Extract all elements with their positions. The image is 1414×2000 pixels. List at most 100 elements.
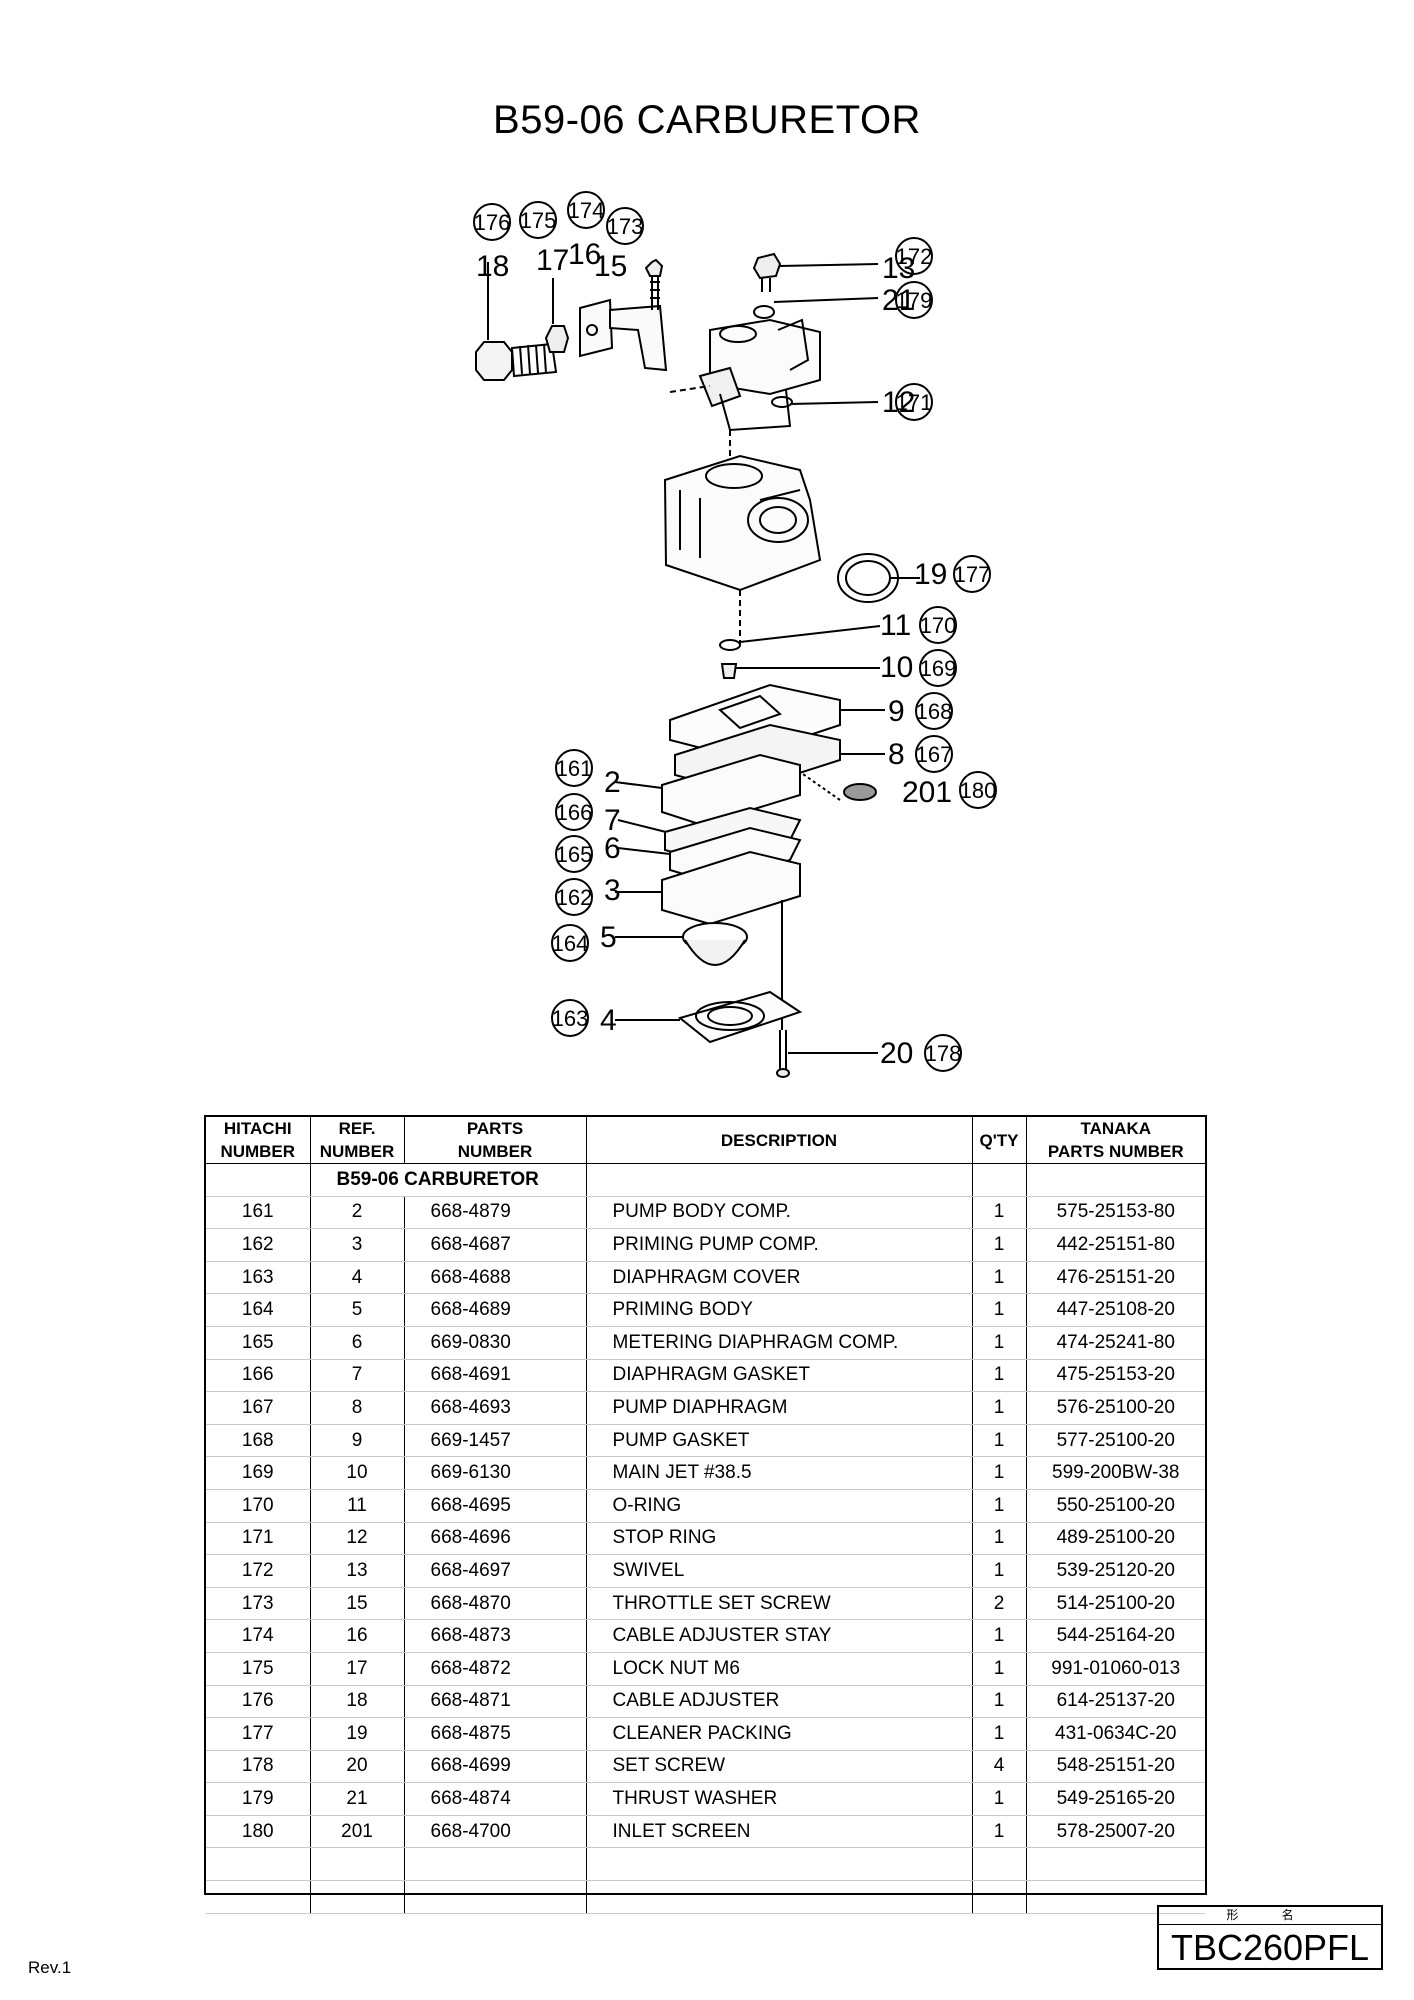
cable-adjuster-part — [475, 262, 558, 381]
callout-ref: 166 — [556, 800, 593, 825]
cell-ref: 11 — [310, 1489, 405, 1523]
model-box: 形 名 TBC260PFL — [1157, 1905, 1383, 1970]
cell-tanaka: 991-01060-013 — [1026, 1652, 1205, 1686]
cell-description: CABLE ADJUSTER — [586, 1685, 973, 1719]
cell-qty: 1 — [972, 1782, 1027, 1816]
cell-ref: 7 — [310, 1359, 405, 1393]
cell-part: 669-6130 — [404, 1456, 587, 1490]
cell-ref: 21 — [310, 1782, 405, 1816]
cell-hitachi — [206, 1847, 311, 1882]
cell-ref: 16 — [310, 1619, 405, 1653]
cell-hitachi: 165 — [206, 1326, 311, 1360]
cell-tanaka: 539-25120-20 — [1026, 1554, 1205, 1588]
cell-qty: 1 — [972, 1391, 1027, 1425]
cell-qty — [972, 1880, 1027, 1914]
cell-description: SWIVEL — [586, 1554, 973, 1588]
cell-tanaka: 578-25007-20 — [1026, 1815, 1205, 1849]
callout-label: 201 — [902, 776, 952, 809]
cell-description: THRUST WASHER — [586, 1782, 973, 1816]
cell-tanaka: 442-25151-80 — [1026, 1228, 1205, 1262]
callout-label: 2 — [604, 766, 621, 799]
cell-tanaka: 447-25108-20 — [1026, 1293, 1205, 1327]
cell-part: 668-4872 — [404, 1652, 587, 1686]
cell-description: CLEANER PACKING — [586, 1717, 973, 1751]
cell-tanaka: 575-25153-80 — [1026, 1196, 1205, 1230]
cell-tanaka — [1026, 1847, 1205, 1882]
callout-label: 9 — [888, 695, 905, 728]
cell-hitachi: 177 — [206, 1717, 311, 1751]
cell-qty: 1 — [972, 1359, 1027, 1393]
header-qty: Q'TY — [972, 1117, 1027, 1164]
cell-ref: 4 — [310, 1261, 405, 1295]
section-row: B59-06 CARBURETOR — [206, 1163, 1205, 1197]
cell-part: 668-4697 — [404, 1554, 587, 1588]
page-title: B59-06 CARBURETOR — [493, 98, 921, 142]
callout-label: 20 — [880, 1037, 913, 1070]
callout-ref: 174 — [568, 198, 605, 223]
cell-qty — [972, 1847, 1027, 1882]
cell-hitachi: 176 — [206, 1685, 311, 1719]
cell-tanaka: 549-25165-20 — [1026, 1782, 1205, 1816]
throttle-body-part — [669, 318, 879, 470]
cell-hitachi: 161 — [206, 1196, 311, 1230]
cell-ref: 18 — [310, 1685, 405, 1719]
cell-qty: 1 — [972, 1489, 1027, 1523]
cell-ref: 9 — [310, 1424, 405, 1458]
cell-description: METERING DIAPHRAGM COMP. — [586, 1326, 973, 1360]
cell-qty: 1 — [972, 1424, 1027, 1458]
cell-tanaka: 577-25100-20 — [1026, 1424, 1205, 1458]
cell-hitachi: 171 — [206, 1522, 311, 1556]
cell-part: 668-4691 — [404, 1359, 587, 1393]
cell-part: 668-4699 — [404, 1750, 587, 1784]
cell-tanaka: 550-25100-20 — [1026, 1489, 1205, 1523]
cell-hitachi: 164 — [206, 1293, 311, 1327]
cell-qty: 1 — [972, 1619, 1027, 1653]
callout-ref: 167 — [916, 742, 953, 767]
pump-body-part — [614, 753, 801, 827]
cell-hitachi: 175 — [206, 1652, 311, 1686]
cell-description — [586, 1847, 973, 1882]
cell-tanaka: 514-25100-20 — [1026, 1587, 1205, 1621]
callout-label: 4 — [600, 1004, 617, 1037]
cell-qty: 1 — [972, 1685, 1027, 1719]
cell-ref: 8 — [310, 1391, 405, 1425]
cable-adjuster-stay-part — [579, 298, 668, 372]
cell-part: 668-4874 — [404, 1782, 587, 1816]
cell-qty: 1 — [972, 1326, 1027, 1360]
pump-gasket-part — [669, 683, 885, 760]
cell-part: 668-4879 — [404, 1196, 587, 1230]
callout-ref: 162 — [556, 885, 593, 910]
callout-label: 16 — [568, 238, 601, 271]
callout-label: 6 — [604, 832, 621, 865]
callout-ref: 168 — [916, 699, 953, 724]
cell-qty: 4 — [972, 1750, 1027, 1784]
cleaner-packing-part — [837, 553, 920, 603]
cell-description: DIAPHRAGM GASKET — [586, 1359, 973, 1393]
cell-ref: 20 — [310, 1750, 405, 1784]
callout-label: 7 — [604, 804, 621, 837]
cell-description: DIAPHRAGM COVER — [586, 1261, 973, 1295]
cell-part: 668-4687 — [404, 1228, 587, 1262]
diaphragm-cover-part — [615, 990, 803, 1044]
cell-hitachi: 172 — [206, 1554, 311, 1588]
cell-ref: 2 — [310, 1196, 405, 1230]
callout-label: 19 — [914, 558, 947, 591]
table-row — [206, 1880, 1205, 1914]
header-ref: REF.NUMBER — [310, 1117, 405, 1164]
cell-description: PRIMING BODY — [586, 1293, 973, 1327]
cell-ref: 15 — [310, 1587, 405, 1621]
cell-tanaka: 476-25151-20 — [1026, 1261, 1205, 1295]
cell-hitachi: 179 — [206, 1782, 311, 1816]
